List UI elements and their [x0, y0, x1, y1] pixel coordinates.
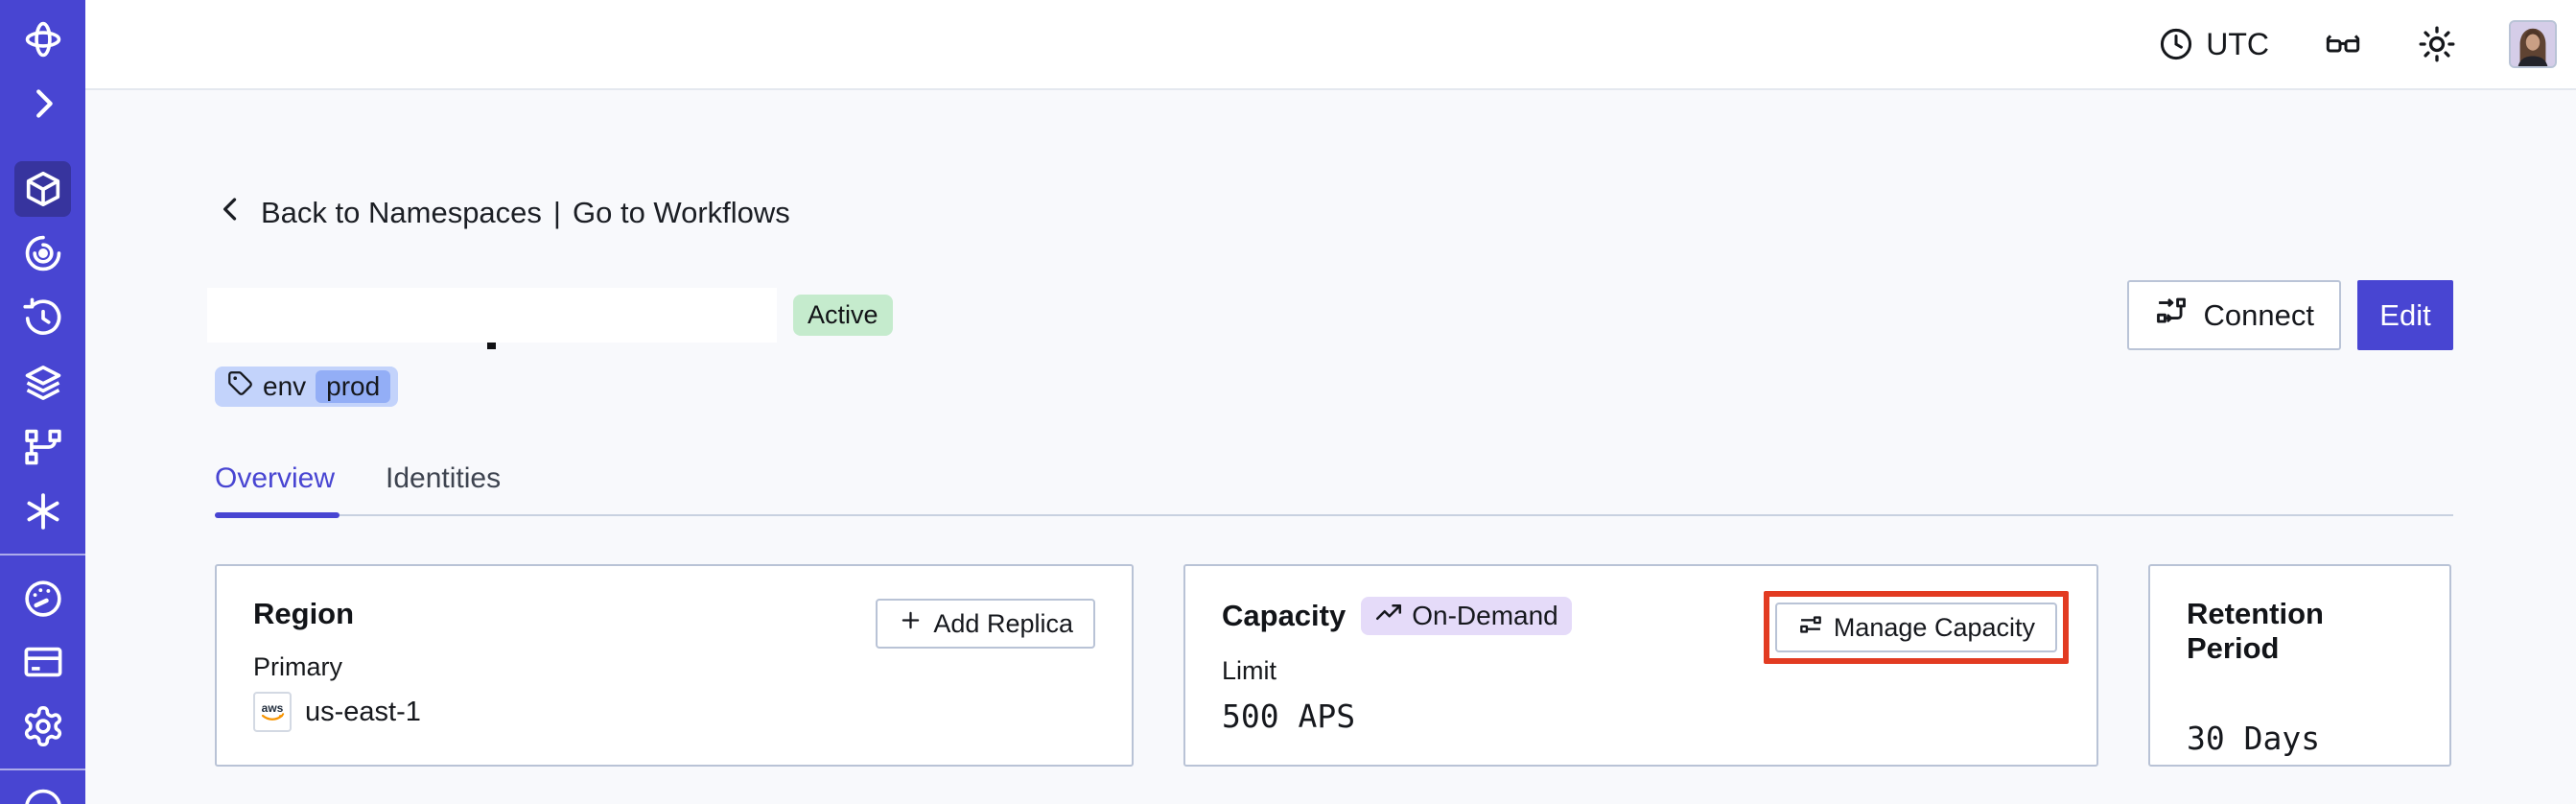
main-content: Back to Namespaces | Go to Workflows Act…	[85, 92, 2576, 804]
labs-glasses-icon[interactable]	[2321, 25, 2365, 63]
sidebar-item-support[interactable]	[21, 782, 65, 804]
breadcrumb: Back to Namespaces | Go to Workflows	[215, 194, 2453, 232]
timezone-selector[interactable]: UTC	[2158, 26, 2269, 62]
breadcrumb-workflows-link[interactable]: Go to Workflows	[572, 196, 790, 229]
on-demand-badge: On-Demand	[1361, 597, 1572, 635]
trending-up-icon	[1374, 599, 1403, 634]
tab-identities[interactable]: Identities	[386, 462, 502, 494]
edit-button[interactable]: Edit	[2357, 280, 2453, 350]
namespace-title-redacted	[207, 288, 777, 349]
limit-label: Limit	[1222, 656, 1277, 685]
annotation-highlight-box: Manage Capacity	[1763, 591, 2069, 664]
tab-overview[interactable]: Overview	[215, 462, 340, 518]
manage-capacity-button[interactable]: Manage Capacity	[1774, 603, 2057, 652]
sidebar-item-usage[interactable]	[21, 577, 65, 621]
sidebar-item-nexus[interactable]	[21, 231, 65, 275]
connect-flow-icon	[2154, 295, 2189, 337]
capacity-card: Capacity On-Demand	[1183, 564, 2098, 767]
sidebar-divider	[0, 769, 85, 770]
tag-key: env	[263, 371, 307, 401]
back-chevron-icon[interactable]	[215, 193, 255, 233]
theme-toggle-sun-icon[interactable]	[2417, 24, 2457, 64]
sidebar-expand-chevron-icon[interactable]	[21, 82, 65, 126]
capacity-card-title: Capacity	[1222, 599, 1347, 632]
sidebar-item-schedules[interactable]	[21, 296, 65, 341]
tag-row: env prod	[215, 367, 2453, 407]
sidebar-item-billing[interactable]	[21, 640, 65, 684]
primary-label: Primary	[253, 652, 342, 681]
add-replica-label: Add Replica	[933, 608, 1073, 638]
sidebar	[0, 0, 85, 804]
aws-logo: aws	[253, 692, 292, 732]
sidebar-item-stacks[interactable]	[21, 361, 65, 405]
region-value: us-east-1	[305, 696, 421, 727]
plus-icon	[898, 607, 924, 640]
tag-value: prod	[316, 370, 391, 403]
namespace-header: Active Connect	[207, 280, 2453, 350]
manage-capacity-label: Manage Capacity	[1833, 612, 2035, 642]
retention-value: 30 Days	[2187, 720, 2321, 757]
retention-card: Retention Period 30 Days	[2148, 564, 2451, 767]
region-card: Region Add Replica Primary aws	[215, 564, 1134, 767]
temporal-logo[interactable]	[21, 17, 65, 61]
namespace-tag[interactable]: env prod	[215, 367, 399, 407]
tab-bar: Overview Identities	[215, 462, 2453, 518]
sidebar-item-deployments[interactable]	[21, 425, 65, 469]
sidebar-item-namespaces[interactable]	[21, 167, 65, 211]
sliders-icon	[1797, 611, 1824, 645]
status-badge: Active	[793, 295, 893, 336]
limit-value: 500 APS	[1222, 698, 1356, 735]
topbar: UTC	[85, 0, 2576, 90]
edit-button-label: Edit	[2379, 297, 2431, 332]
namespace-title-dot	[487, 343, 496, 349]
connect-button-label: Connect	[2203, 297, 2314, 332]
overview-cards: Region Add Replica Primary aws	[215, 564, 2453, 767]
sidebar-divider	[0, 554, 85, 556]
connect-button[interactable]: Connect	[2126, 280, 2341, 350]
sidebar-item-batch[interactable]	[21, 489, 65, 533]
tag-icon	[227, 370, 253, 403]
breadcrumb-back-link[interactable]: Back to Namespaces	[261, 196, 542, 229]
add-replica-button[interactable]: Add Replica	[876, 599, 1095, 649]
user-avatar[interactable]	[2509, 20, 2557, 68]
region-card-title: Region	[253, 597, 355, 630]
on-demand-label: On-Demand	[1412, 601, 1558, 630]
sidebar-item-settings[interactable]	[21, 704, 65, 748]
svg-text:aws: aws	[262, 701, 284, 715]
retention-card-title: Retention Period	[2187, 597, 2324, 665]
breadcrumb-separator: |	[552, 196, 561, 229]
timezone-label: UTC	[2206, 26, 2269, 61]
clock-icon	[2158, 26, 2194, 62]
